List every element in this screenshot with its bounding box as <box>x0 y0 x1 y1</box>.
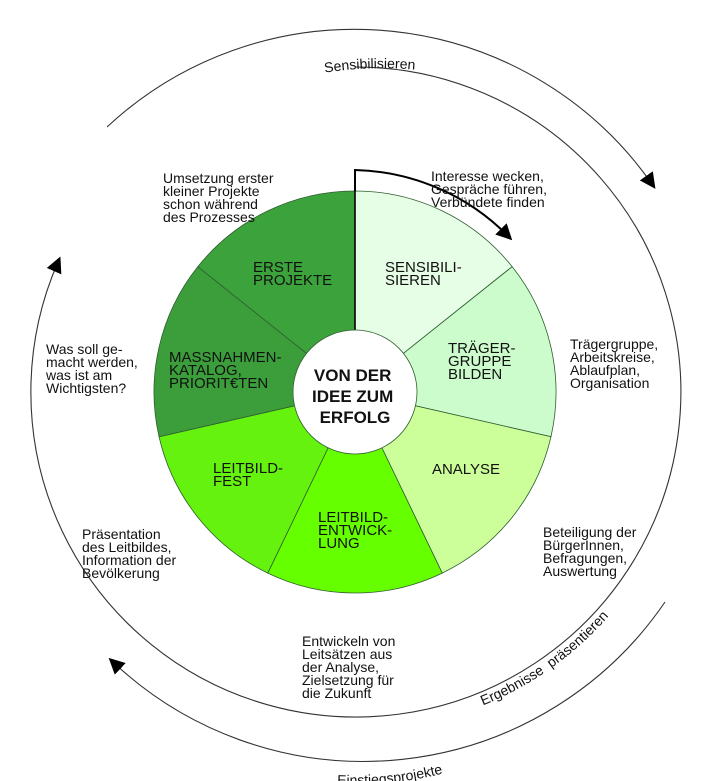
cycle-arc-outer-bottom <box>108 601 666 762</box>
segment-leitbild-entwicklung <box>267 391 443 594</box>
segment-sensibilisieren <box>354 190 513 393</box>
center-title: VON DER IDEE ZUM ERFOLG <box>312 366 398 427</box>
segment-analyse <box>354 391 552 574</box>
cycle-arc-inner <box>30 66 682 718</box>
segment-label-sensibilisieren: SENSIBILI-SIEREN <box>385 259 462 289</box>
segment-label-analyse: ANALYSE <box>432 461 500 478</box>
cycle-arc-outer-top <box>106 28 656 189</box>
segment-label-leitbild-entwicklung: LEITBILD-ENTWICK-LUNG <box>318 509 392 552</box>
start-arrow <box>354 168 513 241</box>
segment-erste-projekte <box>197 190 356 393</box>
segment-label-leitbild-fest: LEITBILD-FEST <box>213 460 283 490</box>
arc-label-einstiegsprojekte: Einstiegsprojekte <box>337 761 444 781</box>
segment-label-massnahmenkatalog: MASSNAHMEN-KATALOG,PRIORIT€TEN <box>169 349 282 392</box>
note-sensibilisieren: Interesse wecken,Gespräche führen,Verbün… <box>431 168 547 210</box>
arc-label-sensibilisieren: Sensibilisieren <box>323 55 416 76</box>
note-traegergruppe: Trägergruppe,Arbeitskreise,Ablaufplan,Or… <box>570 336 659 391</box>
center-circle <box>292 329 418 455</box>
segment-leitbild-fest <box>158 391 356 574</box>
